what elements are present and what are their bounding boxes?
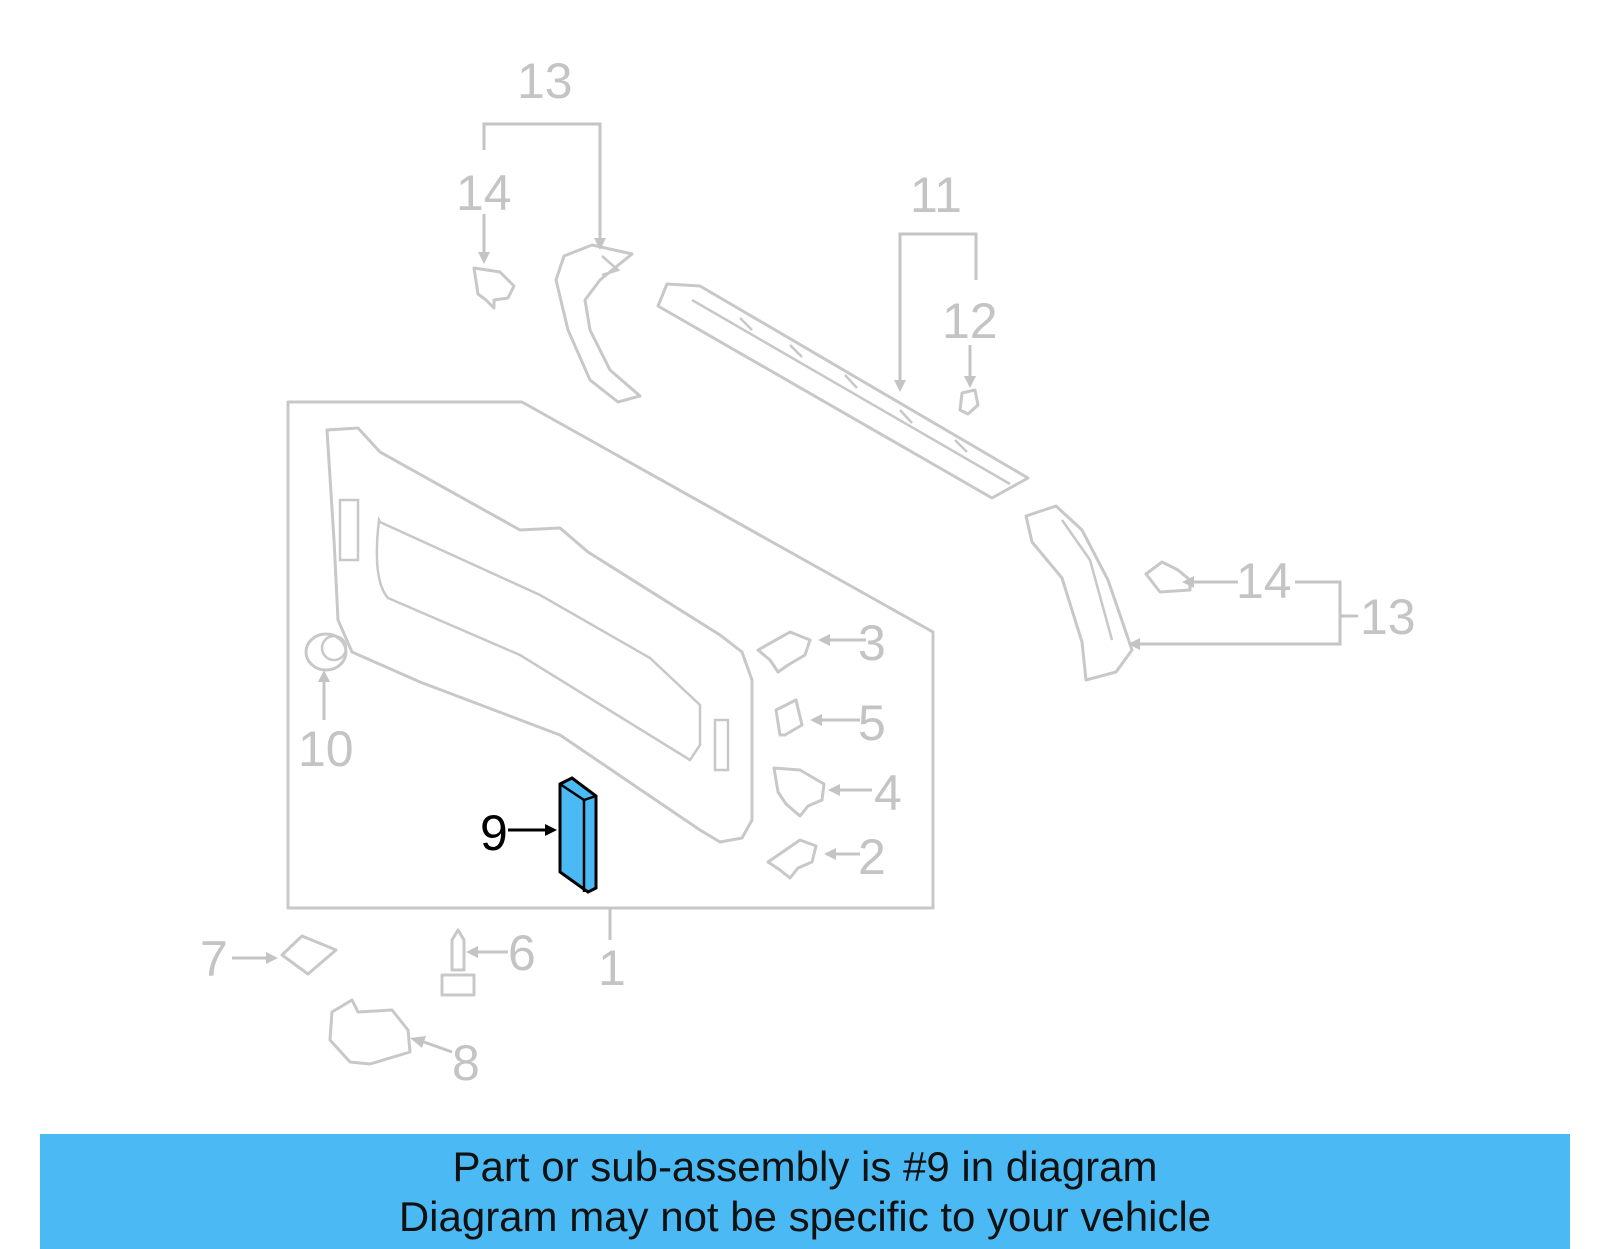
upper-rail: [656, 282, 1030, 500]
callout-13-top: 13: [517, 53, 573, 109]
callout-7: 7: [200, 931, 228, 987]
pillar-trim-left: [554, 243, 642, 404]
clip-4: [772, 766, 826, 818]
pillar-trim-right: [1024, 504, 1134, 682]
callout-5: 5: [858, 695, 886, 751]
callout-3: 3: [858, 615, 886, 671]
callout-4: 4: [874, 765, 902, 821]
clip-7: [280, 934, 338, 976]
callout-14-top: 14: [456, 165, 512, 221]
callout-1: 1: [598, 940, 626, 996]
clip-14-top: [472, 266, 516, 310]
callout-13-right: 13: [1360, 589, 1416, 645]
callout-14-right: 14: [1236, 553, 1292, 609]
callout-8: 8: [452, 1035, 480, 1091]
callout-11: 11: [910, 167, 962, 223]
screw-6: [440, 928, 476, 997]
clip-14-right: [1144, 560, 1192, 594]
callout-9: 9: [480, 805, 508, 861]
clip-3: [756, 630, 812, 674]
callout-12: 12: [942, 293, 998, 349]
push-pin-10: [304, 632, 348, 672]
clip-2: [766, 838, 818, 880]
tailgate-trim-panel: [325, 426, 754, 844]
assembly-box: [286, 400, 935, 910]
bracket-8: [328, 998, 412, 1066]
part-9-highlighted: [558, 776, 598, 894]
callout-2: 2: [858, 829, 886, 885]
parts-diagram: 13 14 11 12 14 13 3 5 4 2 10 9 1 7 6 8: [200, 53, 1416, 1091]
banner-line-1: Part or sub-assembly is #9 in diagram: [452, 1142, 1158, 1190]
clip-5: [774, 698, 804, 737]
callout-10: 10: [298, 721, 354, 777]
clip-12: [958, 388, 980, 416]
callout-6: 6: [508, 925, 536, 981]
info-banner: Part or sub-assembly is #9 in diagram Di…: [40, 1134, 1570, 1249]
banner-line-2: Diagram may not be specific to your vehi…: [398, 1192, 1212, 1240]
